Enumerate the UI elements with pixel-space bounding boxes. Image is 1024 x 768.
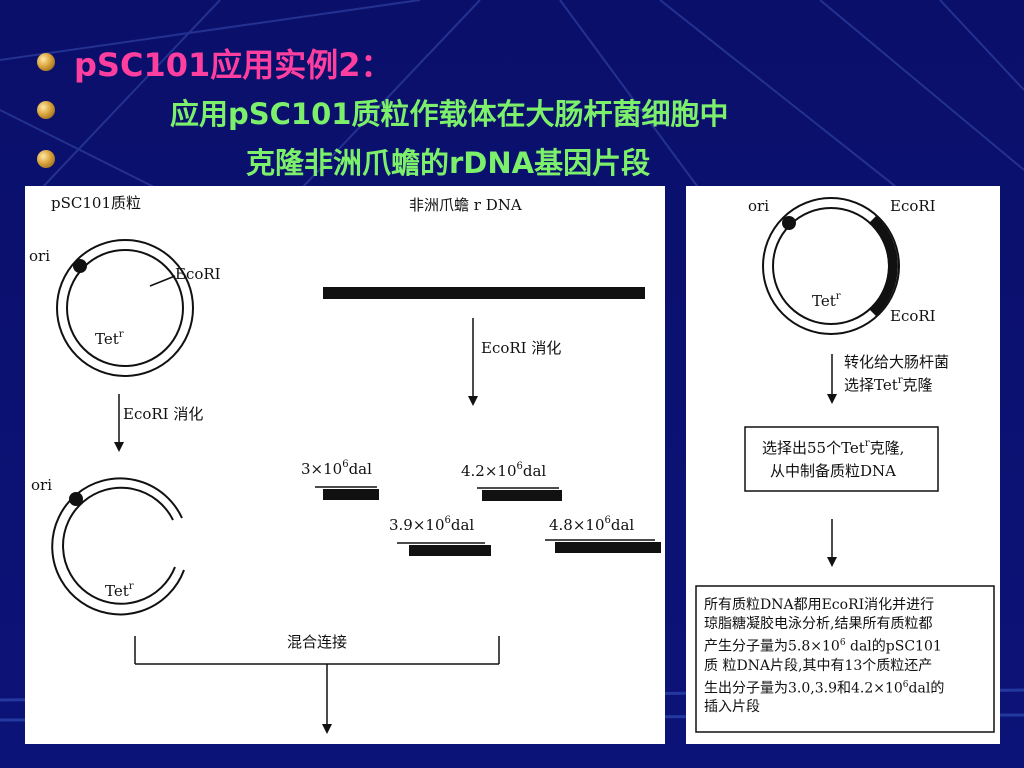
ecori-bottom-label: EcoRI	[890, 307, 936, 325]
fragment-1: 3×106dal	[301, 459, 379, 500]
arrowhead-icon	[322, 724, 332, 734]
ecori-site-pointer	[149, 275, 176, 287]
insert-segment	[869, 216, 898, 316]
ori-marker	[782, 216, 796, 230]
arrowhead-icon	[114, 442, 124, 452]
left-diagram: pSC101质粒 非洲爪蟾 r DNA ori EcoRI Tetr EcoRI…	[29, 194, 661, 734]
svg-text:3×106dal: 3×106dal	[301, 459, 372, 478]
cut-plasmid-diagram	[51, 477, 185, 616]
arrowhead-icon	[468, 396, 478, 406]
selection-box	[744, 426, 939, 492]
arrowhead-icon	[827, 394, 837, 404]
result-line-1: 所有质粒DNA都用EcoRI消化并进行	[704, 597, 935, 613]
rdna-bar	[323, 287, 645, 299]
left-digest-label: EcoRI 消化	[123, 405, 203, 423]
selection-box-line-1: 选择出55个Tetr克隆,	[762, 438, 904, 457]
ori-marker	[73, 259, 87, 273]
right-diagram-panel: ori EcoRI EcoRI Tetr 转化给大肠杆菌 选择Tetr克隆 选择…	[686, 186, 1000, 744]
svg-text:4.2×106dal: 4.2×106dal	[461, 461, 546, 480]
ligation-bracket	[134, 636, 500, 734]
left-diagram-panel: pSC101质粒 非洲爪蟾 r DNA ori EcoRI Tetr EcoRI…	[25, 186, 665, 744]
ori-label: ori	[748, 197, 769, 215]
ori-label: ori	[29, 247, 50, 265]
bullet-icon	[37, 53, 55, 71]
ori-label-2: ori	[31, 476, 52, 494]
result-line-5: 生出分子量为3.0,3.9和4.2×106dal的	[704, 679, 945, 697]
fragment-2: 4.2×106dal	[461, 461, 562, 501]
ori-marker	[69, 492, 83, 506]
result-line-2: 琼脂糖凝胶电泳分析,结果所有质粒都	[704, 616, 933, 632]
right-diagram: ori EcoRI EcoRI Tetr 转化给大肠杆菌 选择Tetr克隆 选择…	[695, 197, 995, 733]
svg-text:3.9×106dal: 3.9×106dal	[389, 515, 474, 534]
ecori-top-label: EcoRI	[890, 197, 936, 215]
bullet-icon	[37, 101, 55, 119]
result-line-6: 插入片段	[704, 699, 760, 716]
plasmid-label: pSC101质粒	[51, 194, 141, 212]
transform-label-1: 转化给大肠杆菌	[844, 353, 949, 371]
transform-label-2: 选择Tetr克隆	[844, 375, 933, 394]
slide-subtitle-line-1: 应用pSC101质粒作载体在大肠杆菌细胞中	[170, 97, 729, 131]
tet-label: Tetr	[812, 291, 841, 310]
result-line-4: 质 粒DNA片段,其中有13个质粒还产	[704, 657, 933, 674]
dna-label: 非洲爪蟾 r DNA	[409, 196, 522, 214]
result-line-3: 产生分子量为5.8×106 dal的pSC101	[704, 638, 942, 655]
tet-label: Tetr	[95, 329, 124, 348]
result-box	[695, 585, 995, 733]
bullet-icon	[37, 150, 55, 168]
fragment-3: 3.9×106dal	[389, 515, 491, 556]
slide-title: pSC101应用实例2：	[74, 46, 393, 84]
arrowhead-icon	[827, 557, 837, 567]
fragment-4: 4.8×106dal	[545, 515, 661, 553]
recombinant-plasmid-diagram	[762, 197, 900, 335]
tet-label-2: Tetr	[105, 581, 134, 600]
ligation-label: 混合连接	[287, 633, 347, 651]
result-box-text: 所有质粒DNA都用EcoRI消化并进行 琼脂糖凝胶电泳分析,结果所有质粒都 产生…	[704, 596, 992, 717]
ecori-label: EcoRI	[175, 265, 221, 283]
selection-box-line-2: 从中制备质粒DNA	[770, 462, 896, 480]
svg-text:4.8×106dal: 4.8×106dal	[549, 515, 634, 534]
intact-plasmid-diagram	[56, 239, 194, 377]
slide-subtitle-line-2: 克隆非洲爪蟾的rDNA基因片段	[246, 146, 651, 180]
right-digest-label: EcoRI 消化	[481, 339, 561, 357]
